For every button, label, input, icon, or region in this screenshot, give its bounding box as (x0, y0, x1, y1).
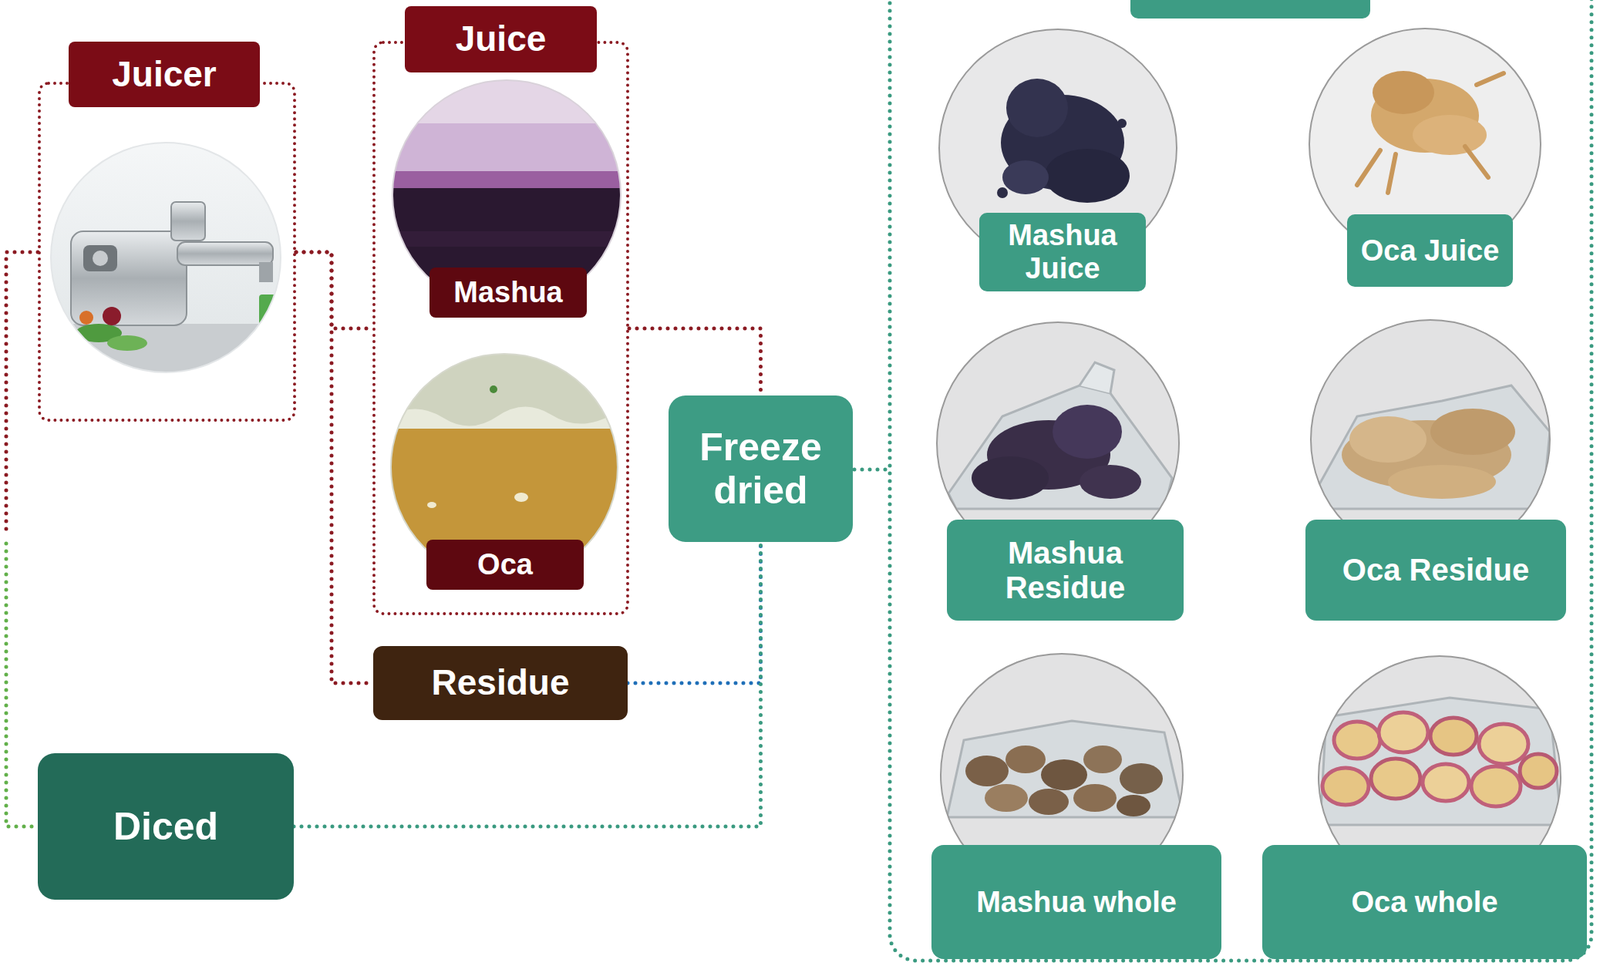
process-group: Juicer (37, 81, 297, 422)
connector-line (6, 543, 38, 827)
process-box: Residue (373, 646, 628, 721)
node-text: Mashua (453, 276, 563, 310)
output-label: Mashua Residue (946, 519, 1184, 621)
node-text: Freeze dried (677, 425, 844, 512)
leader-line (854, 468, 889, 472)
connector (296, 252, 374, 684)
output-label: Mashua whole (931, 845, 1222, 960)
node-text: Residue (431, 663, 570, 704)
sample-label: Oca (426, 539, 584, 590)
node-text: Juice (455, 19, 547, 60)
connector (627, 542, 762, 684)
connector-line (627, 542, 762, 684)
node-text: Juicer (111, 54, 217, 95)
product-group: JuiceMashuaOca (372, 40, 630, 616)
connector (629, 328, 762, 396)
region-outline (889, 0, 1592, 961)
connector-line (629, 328, 762, 396)
header-stub (1130, 0, 1371, 19)
group-heading: Juice (404, 6, 597, 73)
node-text: Mashua whole (976, 885, 1177, 920)
output-label: Oca Juice (1347, 214, 1513, 287)
node-text: Oca Juice (1360, 234, 1500, 268)
group-heading: Juicer (68, 41, 260, 108)
connector-line (296, 252, 374, 684)
oca-juice-photo (385, 350, 633, 591)
connector (6, 252, 38, 827)
process-box: Diced (37, 753, 294, 900)
node-text: Diced (113, 805, 219, 849)
node-text: Oca Residue (1342, 552, 1530, 588)
juicer-photo (46, 138, 286, 386)
process-box: Freeze dried (668, 395, 853, 543)
connector-line (296, 252, 373, 329)
output-label: Oca whole (1262, 845, 1587, 960)
mashua-juice-photo (385, 77, 633, 320)
sample-label: Mashua (429, 267, 587, 318)
node-text: Oca whole (1350, 885, 1498, 920)
node-text: Mashua Juice (988, 218, 1137, 285)
connector-line (6, 252, 38, 536)
output-label: Oca Residue (1305, 519, 1567, 621)
connector (296, 252, 373, 329)
node-text: Mashua Residue (956, 535, 1175, 606)
output-label: Mashua Juice (979, 212, 1146, 292)
node-text: Oca (477, 548, 533, 582)
